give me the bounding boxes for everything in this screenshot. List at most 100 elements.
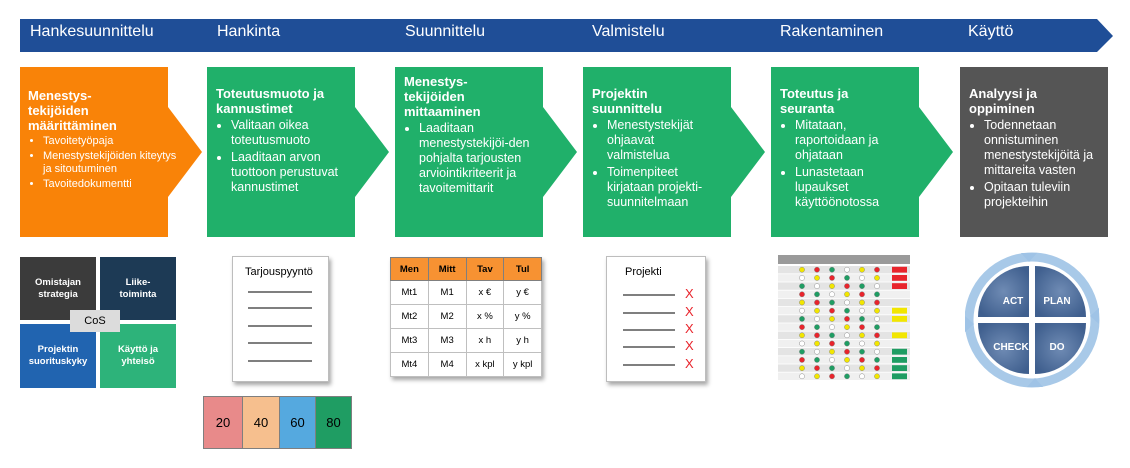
status-matrix-thumbnail [778, 255, 910, 380]
step-1-bullet: Tavoitetyöpaja [43, 135, 178, 148]
step-6-bullet: Todennetaan onnistuminen menestystekijöi… [984, 118, 1104, 178]
step-1-shape [20, 67, 202, 237]
grid-row [778, 282, 910, 290]
quadrant-kaytto-ja-yhteiso: Käyttö ja yhteisö [100, 324, 176, 388]
pdca-do-label: DO [1050, 342, 1065, 353]
status-dot [859, 365, 865, 371]
x-mark-icon: X [685, 338, 694, 353]
status-dot [844, 307, 850, 314]
table-cell: x kpl [465, 352, 505, 377]
cos-center-label: CoS [70, 310, 120, 332]
grid-row [778, 274, 910, 282]
status-dot [829, 307, 835, 314]
step-4-shape [583, 67, 765, 237]
status-dot [814, 291, 820, 298]
text-line [623, 346, 675, 348]
grid-row [778, 290, 910, 298]
pdca-act-label: ACT [1003, 296, 1024, 307]
status-dot [814, 340, 820, 347]
status-dot [829, 365, 835, 371]
status-dot [844, 299, 850, 306]
status-bar [892, 307, 907, 314]
cycle-arrow-head [1090, 308, 1099, 324]
step-5-bullet: Lunastetaan lupaukset käyttöönotossa [795, 165, 902, 210]
pdca-check-segment [978, 323, 1029, 374]
status-dot [874, 307, 880, 314]
score-60: 60 [279, 396, 316, 449]
text-line [623, 364, 675, 366]
status-bar [892, 316, 907, 322]
pdca-do-segment [1035, 323, 1086, 374]
timeline-band [20, 19, 1113, 52]
status-dot [829, 275, 835, 281]
step-6-shape [960, 67, 1108, 237]
table-row: Mt1 M1 x € y € [390, 280, 542, 305]
status-dot [799, 324, 805, 330]
table-cell: M2 [427, 304, 467, 329]
column-header: Mitt [427, 257, 467, 281]
quadrant-omistajan-strategia: Omistajan strategia [20, 257, 96, 320]
tender-document: Tarjouspyyntö [232, 256, 329, 382]
status-dot [814, 275, 820, 281]
pdca-cycle: ACT PLAN CHECK DO [965, 252, 1100, 388]
status-dot [844, 283, 850, 289]
text-line [248, 291, 312, 293]
text-line [248, 360, 312, 362]
status-dot [859, 340, 865, 347]
status-dot [844, 291, 850, 298]
tender-document-title: Tarjouspyyntö [245, 266, 313, 278]
x-mark-icon: X [685, 304, 694, 319]
step-6: Analyysi ja oppiminen Todennetaan onnist… [969, 86, 1104, 212]
table-cell: M1 [427, 280, 467, 305]
grid-row [778, 266, 910, 274]
step-2-bullet: Valitaan oikea toteutusmuoto [231, 118, 341, 148]
score-20: 20 [203, 396, 243, 449]
grid-row [778, 348, 910, 356]
status-dot [874, 299, 880, 306]
status-dot [844, 324, 850, 330]
column-header: Tul [503, 257, 542, 281]
grid-row [778, 356, 910, 364]
step-3-bullet: Laaditaan menestystekijöi-den pohjalta t… [419, 121, 534, 196]
column-header: Men [390, 257, 429, 281]
table-row: Mt3 M3 x h y h [390, 328, 542, 353]
step-2-bullet: Laaditaan arvon tuottoon perustuvat kann… [231, 150, 341, 195]
status-dot [799, 307, 805, 314]
step-3: Menestys- tekijöiden mittaaminen Laadita… [404, 74, 534, 198]
table-row: Mt4 M4 x kpl y kpl [390, 352, 542, 377]
status-dot [844, 266, 850, 273]
score-80: 80 [315, 396, 352, 449]
grid-row [778, 323, 910, 331]
step-1: Menestys- tekijöiden määrittäminen Tavoi… [28, 88, 178, 193]
status-dot [814, 324, 820, 330]
step-5: Toteutus ja seuranta Mitataan, raportoid… [780, 86, 902, 212]
status-dot [829, 332, 835, 339]
status-dot [859, 266, 865, 273]
status-dot [859, 324, 865, 330]
step-1-bullet: Tavoitedokumentti [43, 178, 178, 191]
status-dot [799, 332, 805, 339]
step-5-title: Toteutus ja seuranta [780, 86, 849, 116]
phase-kaytto: Käyttö [968, 23, 1014, 40]
x-mark-icon: X [685, 286, 694, 301]
status-bar [892, 266, 907, 273]
text-line [248, 307, 312, 309]
status-dot [874, 316, 880, 322]
status-dot [799, 299, 805, 306]
step-2-title: Toteutusmuoto ja kannustimet [216, 86, 325, 116]
status-dot [874, 357, 880, 363]
x-mark-icon: X [685, 356, 694, 371]
x-mark-icon: X [685, 321, 694, 336]
status-dot [859, 357, 865, 363]
status-bar [892, 348, 907, 355]
status-dot [829, 373, 835, 380]
status-bar [892, 275, 907, 281]
text-line [623, 329, 675, 331]
status-dot [844, 316, 850, 322]
project-document: Projekti X X X X X [606, 256, 706, 382]
grid-row [778, 364, 910, 372]
phase-hankesuunnittelu: Hankesuunnittelu [30, 23, 154, 40]
table-cell: Mt1 [390, 280, 429, 305]
status-dot [829, 283, 835, 289]
status-dot [814, 316, 820, 322]
